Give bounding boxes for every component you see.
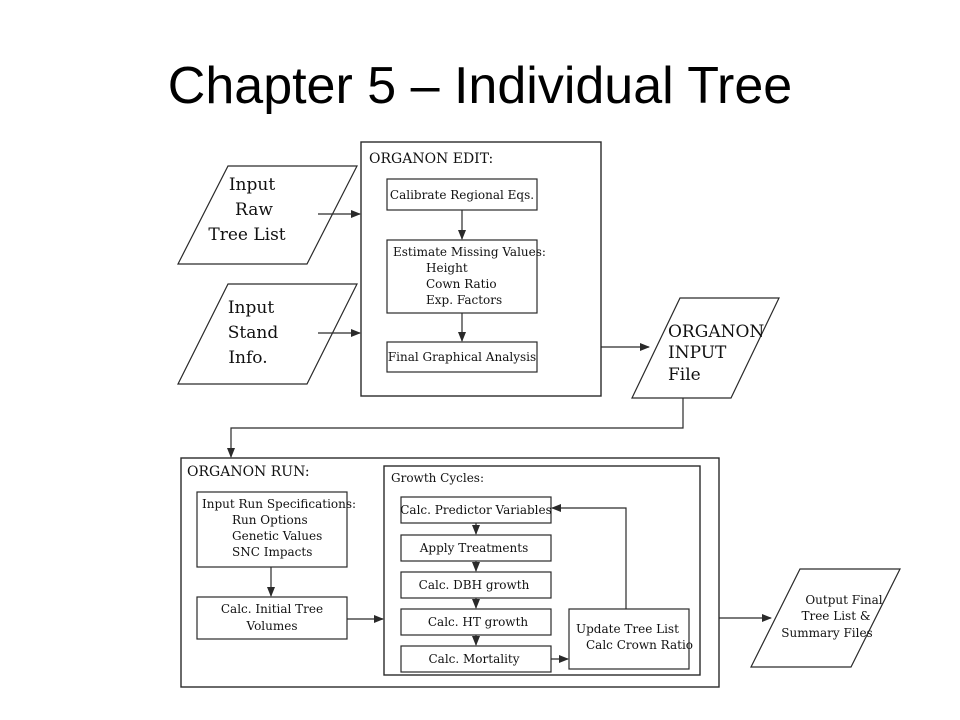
mortality-label: Calc. Mortality <box>428 652 519 666</box>
growth-cycles-frame: Growth Cycles: Calc. Predictor Variables… <box>383 465 701 676</box>
stand-info-line-3: Info. <box>228 348 267 368</box>
estimate-line-1: Estimate Missing Values: <box>393 245 546 259</box>
input-stand-info: Input Stand Info. <box>177 283 358 385</box>
organon-input-file: ORGANON INPUT File <box>631 297 780 399</box>
organon-run-header: ORGANON RUN: <box>187 464 310 480</box>
dbh-label: Calc. DBH growth <box>419 578 530 592</box>
initial-volumes-line-1: Calc. Initial Tree <box>221 602 323 616</box>
input-raw-tree-list: Input Raw Tree List <box>177 165 358 265</box>
estimate-line-2: Height <box>426 261 468 275</box>
stand-info-line-1: Input <box>228 298 274 318</box>
arrow-input-file-to-run <box>227 398 684 458</box>
predictor-label: Calc. Predictor Variables <box>400 503 552 517</box>
estimate-line-4: Exp. Factors <box>426 293 502 307</box>
raw-tree-list-line-3: Tree List <box>208 225 285 245</box>
output-line-1: Output Final <box>805 593 882 607</box>
input-file-line-2: INPUT <box>668 343 727 363</box>
run-specs-line-4: SNC Impacts <box>232 545 312 559</box>
run-specs-box <box>196 491 348 568</box>
estimate-box <box>386 239 538 314</box>
organon-edit-frame: ORGANON EDIT: Calibrate Regional Eqs. Es… <box>360 141 602 397</box>
calibrate-box <box>386 178 538 211</box>
growth-cycles-header: Growth Cycles: <box>391 471 484 485</box>
output-final-files: Output Final Tree List & Summary Files <box>750 568 901 668</box>
input-file-line-3: File <box>668 365 701 385</box>
final-analysis-label: Final Graphical Analysis <box>388 350 536 364</box>
ht-box <box>400 608 552 636</box>
update-line-2: Calc Crown Ratio <box>586 638 693 652</box>
initial-volumes-box <box>196 596 348 640</box>
run-specs-line-3: Genetic Values <box>232 529 322 543</box>
treatments-label: Apply Treatments <box>419 541 528 555</box>
mortality-box <box>400 645 552 673</box>
run-specs-line-1: Input Run Specifications: <box>202 497 356 511</box>
estimate-line-3: Cown Ratio <box>426 277 497 291</box>
calibrate-label: Calibrate Regional Eqs. <box>390 188 534 202</box>
initial-volumes-line-2: Volumes <box>246 619 298 633</box>
run-specs-line-2: Run Options <box>232 513 308 527</box>
stand-info-line-2: Stand <box>228 323 279 343</box>
input-file-line-1: ORGANON <box>668 322 764 342</box>
raw-tree-list-line-2: Raw <box>235 200 273 220</box>
organon-run-frame: ORGANON RUN: Input Run Specifications: R… <box>180 457 720 688</box>
raw-tree-list-line-1: Input <box>229 175 275 195</box>
update-line-1: Update Tree List <box>576 622 679 636</box>
ht-label: Calc. HT growth <box>428 615 529 629</box>
update-box <box>568 608 690 670</box>
dbh-box <box>400 571 552 599</box>
slide-title: Chapter 5 – Individual Tree <box>167 57 793 115</box>
treatments-box <box>400 534 552 562</box>
organon-edit-header: ORGANON EDIT: <box>369 151 493 167</box>
output-line-3: Summary Files <box>781 626 872 640</box>
arrow-update-loop-back <box>551 504 627 609</box>
output-line-2: Tree List & <box>801 609 870 623</box>
final-analysis-box <box>386 341 538 373</box>
